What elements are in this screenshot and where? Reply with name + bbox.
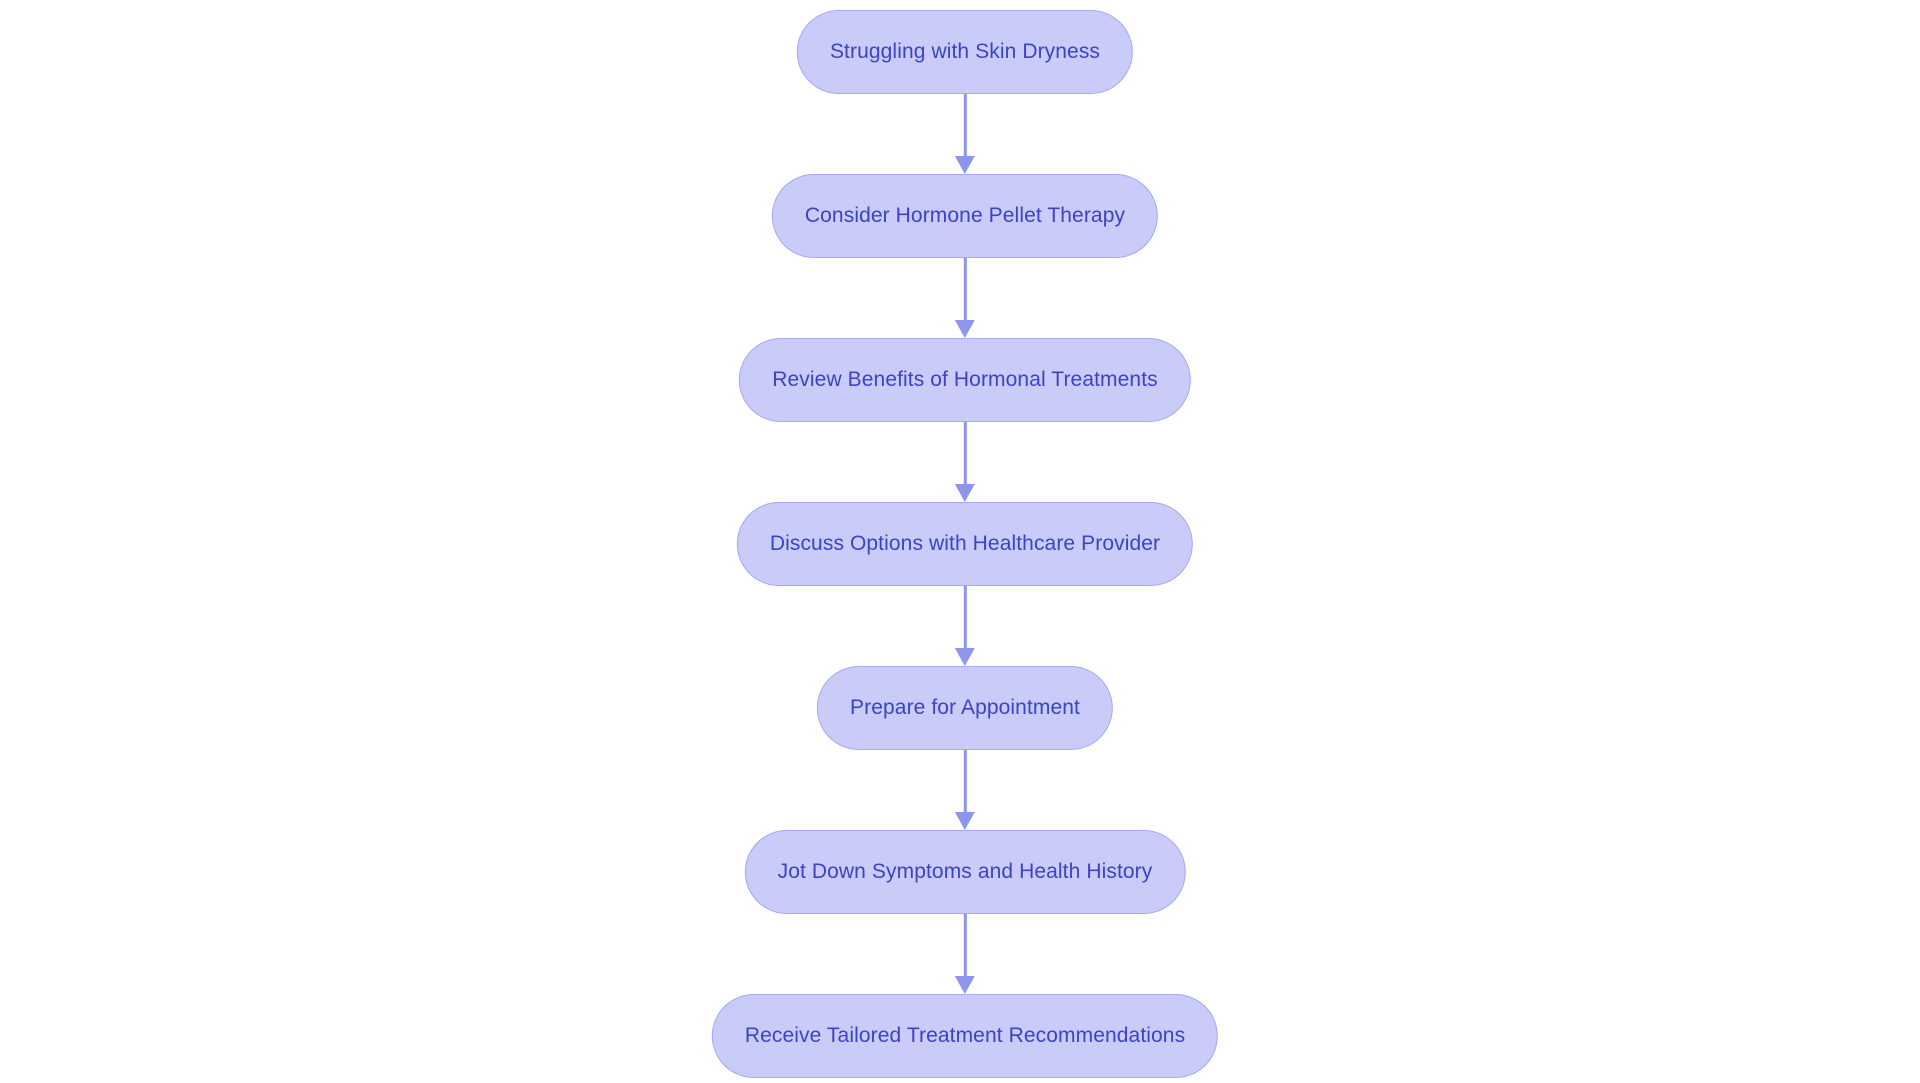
node-review-benefits-of-hormonal-treatments: Review Benefits of Hormonal Treatments <box>739 338 1191 422</box>
node-label: Review Benefits of Hormonal Treatments <box>772 368 1158 391</box>
arrow-down-icon <box>955 320 975 338</box>
arrow-down-icon <box>955 484 975 502</box>
arrow-stem <box>963 586 967 648</box>
arrow-down-icon <box>955 156 975 174</box>
arrow-down-icon <box>955 812 975 830</box>
arrow-down-icon <box>955 976 975 994</box>
node-label: Jot Down Symptoms and Health History <box>777 860 1153 883</box>
arrow-stem <box>963 914 967 976</box>
node-label: Struggling with Skin Dryness <box>829 40 1101 63</box>
flow-arrow <box>955 750 975 830</box>
flow-arrow <box>955 422 975 502</box>
flow-arrow <box>955 914 975 994</box>
node-label: Discuss Options with Healthcare Provider <box>769 532 1161 555</box>
arrow-down-icon <box>955 648 975 666</box>
node-jot-down-symptoms-and-health-history: Jot Down Symptoms and Health History <box>744 830 1186 914</box>
node-prepare-for-appointment: Prepare for Appointment <box>817 666 1113 750</box>
node-label: Prepare for Appointment <box>850 696 1080 719</box>
arrow-stem <box>963 750 967 812</box>
node-label: Consider Hormone Pellet Therapy <box>804 204 1126 227</box>
node-discuss-options-with-healthcare-provider: Discuss Options with Healthcare Provider <box>736 502 1194 586</box>
node-consider-hormone-pellet-therapy: Consider Hormone Pellet Therapy <box>771 174 1159 258</box>
node-label: Receive Tailored Treatment Recommendatio… <box>744 1024 1186 1047</box>
node-struggling-with-skin-dryness: Struggling with Skin Dryness <box>796 10 1134 94</box>
arrow-stem <box>963 94 967 156</box>
flow-arrow <box>955 258 975 338</box>
arrow-stem <box>963 258 967 320</box>
flow-arrow <box>955 94 975 174</box>
flow-arrow <box>955 586 975 666</box>
node-receive-tailored-treatment-recommendations: Receive Tailored Treatment Recommendatio… <box>711 994 1219 1078</box>
flowchart: Struggling with Skin Dryness Consider Ho… <box>711 10 1219 1078</box>
arrow-stem <box>963 422 967 484</box>
